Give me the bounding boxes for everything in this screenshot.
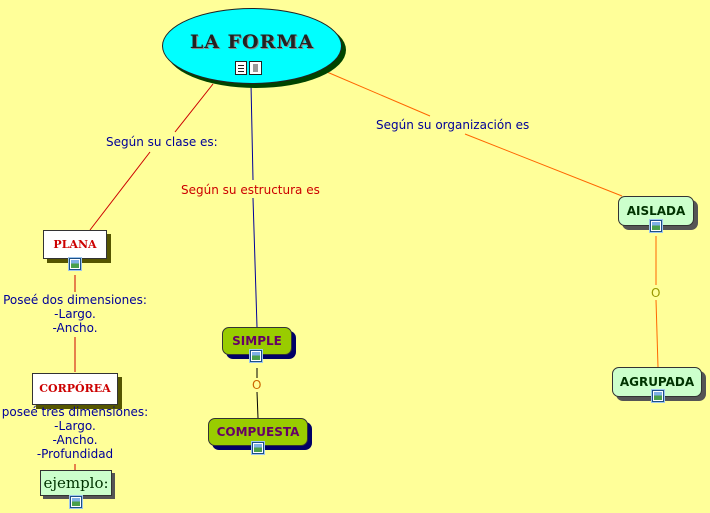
link-label-corporea-desc: poseé tres dimensiones: -Largo. -Ancho. … bbox=[0, 405, 150, 461]
concept-corporea-label: CORPÓREA bbox=[39, 382, 111, 395]
line-clase-label-to-plana bbox=[89, 151, 151, 231]
link-label-organizacion: Según su organización es bbox=[376, 118, 530, 132]
concept-aislada-label: AISLADA bbox=[626, 204, 686, 218]
concept-aislada[interactable]: AISLADA bbox=[618, 196, 694, 226]
desc-line: -Profundidad bbox=[36, 447, 114, 461]
line-organizacion-label-to-aislada bbox=[464, 133, 623, 197]
video-icon[interactable] bbox=[249, 61, 262, 75]
desc-line: -Ancho. bbox=[52, 433, 98, 447]
concept-la-forma-label: LA FORMA bbox=[189, 31, 315, 53]
concept-la-forma[interactable]: LA FORMA bbox=[162, 8, 342, 84]
concept-compuesta-label: COMPUESTA bbox=[216, 425, 300, 439]
concept-simple[interactable]: SIMPLE bbox=[222, 327, 292, 355]
concept-agrupada-label: AGRUPADA bbox=[619, 375, 695, 389]
concept-agrupada[interactable]: AGRUPADA bbox=[612, 367, 702, 397]
concept-ejemplo[interactable]: ejemplo: bbox=[40, 470, 112, 496]
image-icon[interactable] bbox=[652, 390, 664, 402]
desc-line: -Ancho. bbox=[52, 321, 98, 335]
concept-simple-label: SIMPLE bbox=[232, 334, 282, 348]
line-root-to-organizacion-label bbox=[326, 71, 431, 117]
concept-compuesta[interactable]: COMPUESTA bbox=[208, 418, 308, 446]
concept-ejemplo-label: ejemplo: bbox=[43, 474, 109, 492]
concept-plana-label: PLANA bbox=[53, 238, 97, 251]
image-icon[interactable] bbox=[70, 496, 82, 508]
concept-corporea[interactable]: CORPÓREA bbox=[32, 373, 118, 405]
image-icon[interactable] bbox=[250, 350, 262, 362]
image-icon[interactable] bbox=[252, 442, 264, 454]
line-root-to-estructura-label bbox=[250, 83, 254, 181]
link-label-plana-desc: Poseé dos dimensiones: -Largo. -Ancho. bbox=[0, 293, 150, 335]
line-o-to-compuesta bbox=[256, 391, 259, 419]
document-icon[interactable] bbox=[235, 61, 247, 75]
desc-line: -Largo. bbox=[54, 307, 96, 321]
concept-plana[interactable]: PLANA bbox=[43, 230, 107, 259]
line-estructura-label-to-simple bbox=[252, 197, 258, 328]
image-icon[interactable] bbox=[69, 258, 81, 270]
link-label-o-organizacion: O bbox=[651, 286, 661, 300]
link-label-estructura: Según su estructura es bbox=[181, 183, 320, 197]
link-label-clase: Según su clase es: bbox=[106, 135, 218, 149]
root-resource-icons bbox=[235, 61, 262, 75]
desc-line: -Largo. bbox=[54, 419, 96, 433]
line-o-to-agrupada bbox=[655, 299, 659, 368]
desc-line: Poseé dos dimensiones: bbox=[3, 293, 147, 307]
link-label-o-estructura: O bbox=[252, 378, 262, 392]
desc-line: poseé tres dimensiones: bbox=[1, 405, 149, 419]
line-root-to-clase-label bbox=[174, 83, 214, 133]
image-icon[interactable] bbox=[650, 220, 662, 232]
